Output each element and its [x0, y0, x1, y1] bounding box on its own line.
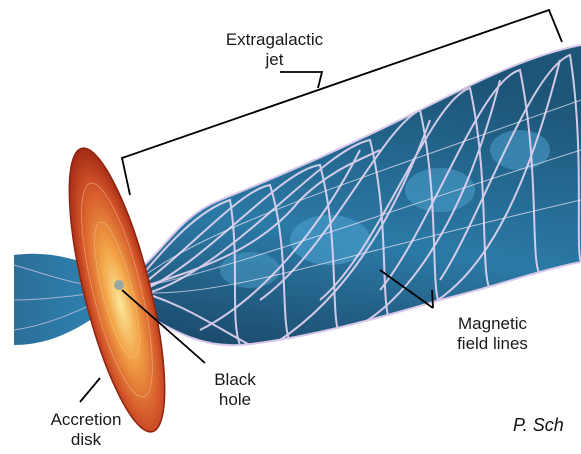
black-hole-dot: [114, 280, 124, 290]
extragalactic-jet-label: Extragalactic jet: [212, 30, 337, 70]
extragalactic-jet-label-line-1: Extragalactic: [212, 30, 337, 50]
extragalactic-jet-label-line-2: jet: [212, 50, 337, 70]
magnetic-field-lines-label: Magnetic field lines: [445, 314, 540, 354]
black-hole-label-line-1: Black: [205, 370, 265, 390]
magnetic-field-lines-label-line-2: field lines: [445, 334, 540, 354]
magnetic-field-lines-label-line-1: Magnetic: [445, 314, 540, 334]
accretion-disk-label-line-1: Accretion: [43, 410, 129, 430]
black-hole-label-line-2: hole: [205, 390, 265, 410]
jet-label-leader: [280, 72, 322, 88]
field-lines-leader-2: [432, 290, 433, 308]
accretion-disk-label-line-2: disk: [43, 430, 129, 450]
accretion-disk-label: Accretion disk: [43, 410, 129, 450]
extragalactic-jet-body: [118, 45, 581, 345]
black-hole-label: Black hole: [205, 370, 265, 410]
accretion-disk-leader: [80, 378, 100, 402]
image-credit: P. Sch: [513, 415, 564, 436]
